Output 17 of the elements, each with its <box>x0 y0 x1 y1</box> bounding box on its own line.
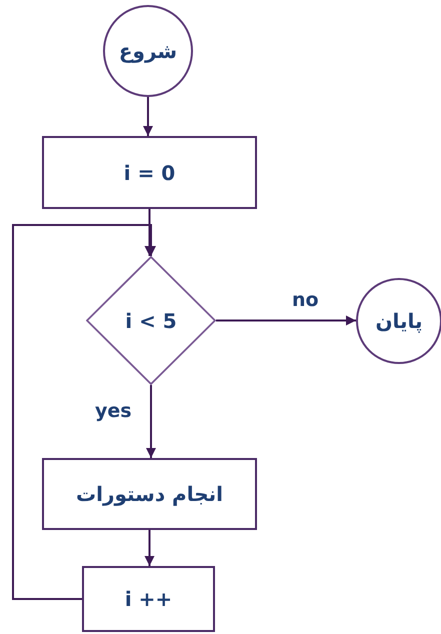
node-label: پایان <box>375 309 423 333</box>
node-label: شروع <box>118 39 178 63</box>
process-box <box>42 458 257 530</box>
decision-diamond <box>86 256 216 385</box>
arrow <box>216 316 356 326</box>
node-label: i ++ <box>124 587 172 611</box>
node-label: i < 5 <box>125 308 177 332</box>
node-label: انجام دستورات <box>76 482 223 506</box>
node-label: i = 0 <box>124 160 176 184</box>
arrow <box>12 224 156 600</box>
terminal-circle <box>103 5 193 97</box>
terminal-circle <box>356 278 441 364</box>
process-box <box>82 566 215 632</box>
arrow <box>146 385 156 458</box>
process-box <box>42 136 257 209</box>
arrow <box>143 97 153 136</box>
arrow <box>144 530 154 566</box>
